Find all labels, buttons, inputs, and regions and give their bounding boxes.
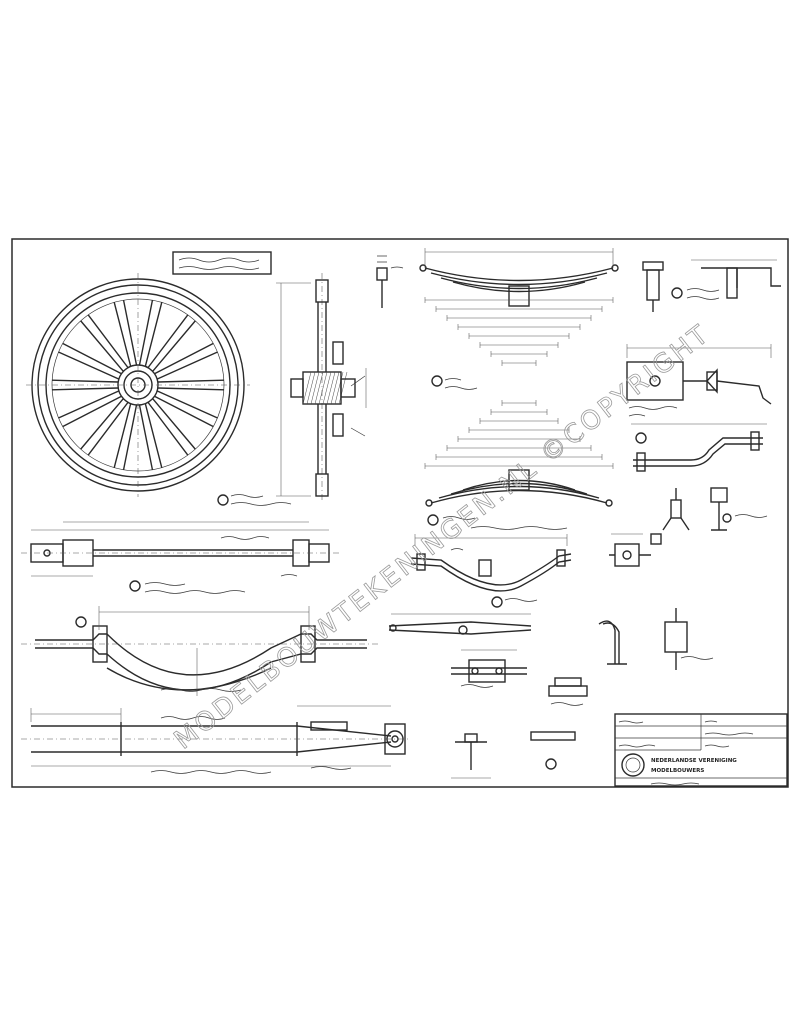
wheel-spoke bbox=[138, 403, 163, 471]
wheel-spoke bbox=[147, 398, 196, 456]
wheel-section-view bbox=[217, 273, 367, 506]
wheel-note-box bbox=[172, 251, 272, 275]
wheel-spoke bbox=[51, 379, 119, 391]
bracket-side-right bbox=[609, 533, 651, 567]
wheel-front-view bbox=[26, 273, 250, 497]
hook-detail bbox=[598, 608, 714, 670]
curved-bar-detail bbox=[410, 534, 572, 608]
wheel-spoke bbox=[58, 342, 122, 380]
plate-bracket-detail bbox=[626, 344, 772, 417]
wheel-spoke bbox=[157, 379, 225, 391]
rod-end-detail bbox=[388, 613, 532, 635]
wheel-spoke bbox=[80, 398, 129, 456]
wheel-spoke bbox=[113, 403, 138, 471]
bolt-detail-bottom bbox=[451, 733, 491, 779]
bent-rod-detail bbox=[631, 423, 767, 472]
axle-side-view bbox=[21, 521, 341, 594]
bracket-details-top-right bbox=[642, 259, 781, 312]
wheel-spoke bbox=[80, 314, 129, 372]
title-block: NEDERLANDSE VERENIGING MODELBOUWERS bbox=[614, 713, 788, 787]
wheel-spoke bbox=[154, 390, 218, 428]
technical-drawing-sheet: MODELBOUWTEKENINGEN.NL ©COPYRIGHT NEDERL… bbox=[11, 238, 789, 788]
wheel-spoke bbox=[138, 299, 163, 367]
title-block-line-2: MODELBOUWERS bbox=[651, 768, 704, 774]
clamp-detail bbox=[451, 649, 527, 688]
title-block-line-1: NEDERLANDSE VERENIGING bbox=[651, 758, 737, 764]
sheet-border bbox=[11, 238, 789, 788]
leaf-spring-upper bbox=[419, 248, 619, 366]
small-bracket-details bbox=[650, 487, 768, 545]
small-spring-detail bbox=[530, 677, 588, 770]
title-block-emblem bbox=[621, 753, 645, 777]
wheel-spoke bbox=[113, 299, 138, 367]
wheel-spoke bbox=[147, 314, 196, 372]
bolt-detail-top bbox=[376, 255, 404, 308]
bent-axle-view bbox=[21, 606, 381, 696]
wheel-spoke bbox=[154, 342, 218, 380]
perch-pole-view bbox=[21, 705, 411, 774]
leaf-spring-lower bbox=[424, 400, 614, 530]
wheel-spoke bbox=[58, 390, 122, 428]
